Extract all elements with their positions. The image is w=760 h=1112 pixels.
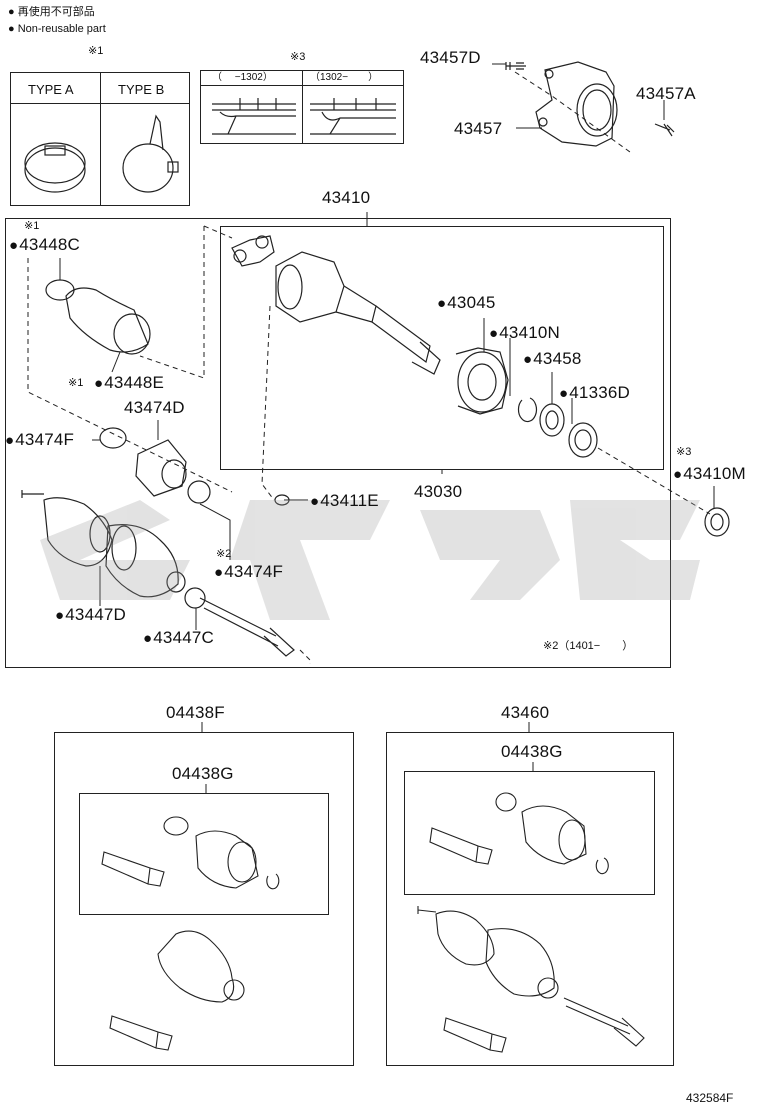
kit-left-grease-icon bbox=[101, 851, 165, 887]
part-label-43474F: 43474F bbox=[5, 431, 74, 448]
note-mark-1: ※1 bbox=[88, 45, 104, 57]
period-new-label: （1302− ） bbox=[310, 72, 379, 83]
inboard-joint-subframe bbox=[220, 226, 664, 470]
clamp-43448C-icon bbox=[45, 279, 75, 301]
outboard-joint-icon bbox=[21, 490, 44, 498]
boot-profile-old-icon bbox=[212, 103, 296, 135]
bearing-bracket-icon bbox=[535, 61, 615, 147]
part-label-43448C: 43448C bbox=[9, 236, 80, 253]
snap-ring-43410N-icon bbox=[517, 397, 538, 423]
drive-shaft-icon bbox=[199, 597, 295, 657]
part-label-43411E: 43411E bbox=[310, 492, 379, 509]
mark-1-upper: ※1 bbox=[24, 220, 40, 232]
part-label-43448E: 43448E bbox=[94, 374, 164, 391]
part-label-43447C: 43447C bbox=[143, 629, 214, 646]
part-label-04438G-right: 04438G bbox=[501, 742, 563, 761]
inboard-housing-icon bbox=[275, 251, 345, 323]
kit-left-lower-grease-icon bbox=[109, 1015, 173, 1051]
part-label-43410N: 43410N bbox=[489, 324, 560, 341]
part-label-43447D: 43447D bbox=[55, 606, 126, 623]
type-b-label: TYPE B bbox=[118, 82, 165, 97]
outboard-boot-icon bbox=[105, 524, 179, 598]
clamp-43447C-icon bbox=[184, 587, 206, 609]
part-label-43457A: 43457A bbox=[636, 84, 696, 103]
note-2-period: ※2（1401− ） bbox=[543, 640, 634, 652]
bolt-43457D-icon bbox=[505, 62, 526, 70]
dust-seal-43410M-icon bbox=[704, 507, 730, 537]
mark-2: ※2 bbox=[216, 548, 232, 560]
part-label-04438G-left: 04438G bbox=[172, 764, 234, 783]
bearing-43045-icon bbox=[457, 351, 507, 413]
legend-non-reusable-jp: ● 再使用不可部品 bbox=[8, 6, 95, 18]
part-label-41336D: 41336D bbox=[559, 384, 630, 401]
kit-right-grease-icon bbox=[429, 827, 493, 865]
mark-1-lower: ※1 bbox=[68, 377, 84, 389]
kit-04438G-left-frame bbox=[79, 793, 329, 915]
part-label-43045: 43045 bbox=[437, 294, 496, 311]
seal-41336D-icon bbox=[568, 422, 598, 458]
clamp-43474F-2-icon bbox=[187, 480, 211, 504]
part-label-04438F: 04438F bbox=[166, 703, 225, 722]
kit-right-boot-icon bbox=[521, 805, 587, 865]
boot-profile-new-icon bbox=[310, 103, 396, 135]
bolt-43457A-icon bbox=[654, 123, 675, 137]
tripod-joint-icon bbox=[231, 235, 275, 267]
clamp-type-a-icon bbox=[24, 147, 86, 193]
part-label-43030: 43030 bbox=[414, 482, 463, 501]
damper-43474D-icon bbox=[135, 439, 187, 497]
part-label-43410M: 43410M bbox=[673, 465, 746, 482]
part-label-43474F-2: 43474F bbox=[214, 563, 283, 580]
kit-43460-frame bbox=[386, 732, 674, 1066]
kit-04438F-frame bbox=[54, 732, 354, 1066]
period-old-label: （ −1302） bbox=[212, 72, 273, 83]
clamp-43474F-icon bbox=[99, 427, 127, 449]
kit-04438G-right-frame bbox=[404, 771, 655, 895]
part-label-43457: 43457 bbox=[454, 119, 503, 138]
part-label-43410: 43410 bbox=[322, 188, 371, 207]
type-a-label: TYPE A bbox=[28, 82, 74, 97]
part-label-43457D: 43457D bbox=[420, 48, 481, 67]
clamp-type-b-icon bbox=[122, 143, 174, 193]
kit-left-boot-icon bbox=[195, 830, 259, 889]
boot-43448E-icon bbox=[65, 287, 149, 353]
washer-43458-icon bbox=[539, 403, 565, 437]
part-label-43458: 43458 bbox=[523, 350, 582, 367]
part-label-43474D: 43474D bbox=[124, 398, 185, 417]
kit-right-shaft-assembly-icon bbox=[417, 906, 437, 914]
figure-id: 432584F bbox=[686, 1091, 734, 1105]
kit-right-lower-grease-icon bbox=[443, 1017, 507, 1053]
note-mark-3: ※3 bbox=[290, 51, 306, 63]
part-label-43460: 43460 bbox=[501, 703, 550, 722]
kit-right-clamp-icon bbox=[495, 792, 517, 812]
legend-non-reusable-en: ● Non-reusable part bbox=[8, 23, 106, 35]
kit-left-clamp-icon bbox=[163, 816, 189, 836]
mark-3: ※3 bbox=[676, 446, 692, 458]
kit-left-lower-boot-icon bbox=[157, 930, 235, 1003]
